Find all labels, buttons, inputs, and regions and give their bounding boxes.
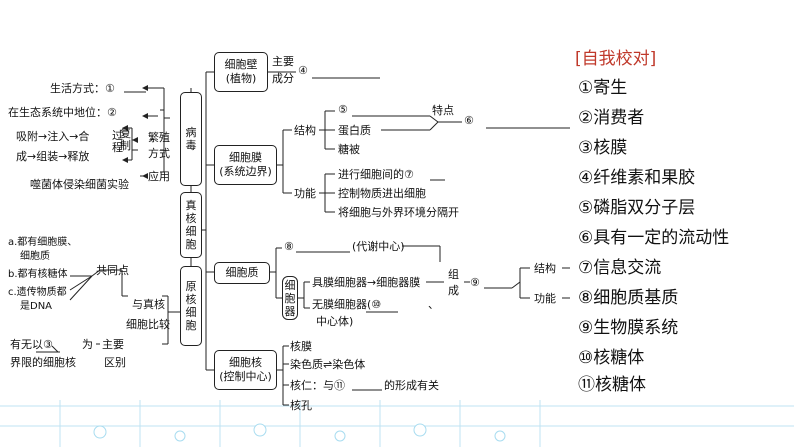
nucleus-chromatin: 染色质⇌染色体: [290, 358, 366, 371]
virus-repro-steps-2: 成→组装→释放: [16, 150, 90, 163]
cytoplasm-matrix-note: (代谢中心): [352, 240, 405, 253]
membrane-node: 细胞膜 (系统边界): [214, 145, 277, 185]
answer-item: ⑤磷脂双分子层: [578, 198, 696, 218]
answers-title: [自我校对]: [575, 49, 657, 69]
answer-item: ④纤维素和果胶: [578, 168, 696, 188]
diff-line-2: 界限的细胞核: [10, 356, 76, 369]
common-c1: c.遗传物质都: [8, 287, 67, 298]
diff-for: 为: [82, 338, 93, 351]
system-structure: 结构: [534, 262, 556, 275]
cell-wall-node: 细胞壁 (植物): [214, 52, 268, 92]
membrane-structure-label: 结构: [294, 124, 316, 137]
answer-item: ⑦信息交流: [578, 258, 662, 278]
non-membranous-comma: 、: [428, 298, 439, 311]
eukaryote-node: 真核细胞: [180, 192, 202, 258]
nucleus-line2: (控制中心): [219, 370, 272, 383]
virus-repro-steps-1: 吸附→注入→合: [16, 130, 90, 143]
main-diff-1: 主要: [102, 338, 124, 351]
membrane-glyco: 糖被: [338, 143, 360, 156]
organelle-node: 细胞器: [282, 276, 298, 320]
answer-item: ⑩核糖体: [578, 348, 645, 368]
centrosome: 中心体): [316, 315, 354, 328]
answer-item: ①寄生: [578, 78, 628, 98]
cytoplasm-matrix: ⑧: [284, 240, 294, 253]
nucleus-nucleolus-2: 的形成有关: [384, 379, 439, 392]
nucleus-line1: 细胞核: [229, 356, 262, 369]
common-c2: 是DNA: [20, 301, 53, 312]
membrane-feature-label: 特点: [432, 104, 454, 117]
compare-label-1: 与真核: [132, 298, 165, 311]
answer-item: ⑧细胞质基质: [578, 288, 679, 308]
answer-item: ②消费者: [578, 108, 645, 128]
compare-label-2: 细胞比较: [126, 318, 170, 331]
answer-item: ⑪核糖体: [578, 375, 646, 395]
system-function: 功能: [534, 292, 556, 305]
non-membranous-organelles: 无膜细胞器(⑩: [312, 298, 382, 311]
membrane-function-3: 将细胞与外界环境分隔开: [338, 206, 459, 219]
answer-item: ⑨生物膜系统: [578, 318, 679, 338]
membrane-function-2: 控制物质进出细胞: [338, 187, 426, 200]
nucleus-pore: 核孔: [290, 399, 312, 412]
virus-application-label: 应用: [148, 170, 170, 183]
organelle-label: 细胞器: [284, 278, 296, 318]
nucleus-node: 细胞核 (控制中心): [214, 350, 277, 390]
cytoplasm-label: 细胞质: [225, 266, 259, 279]
membranous-organelles: 具膜细胞器→细胞器膜: [312, 276, 421, 289]
common-a2: 细胞质: [20, 251, 50, 262]
membrane-function-label: 功能: [294, 187, 316, 200]
cell-wall-line2: (植物): [225, 72, 257, 85]
membrane-protein: 蛋白质: [338, 124, 371, 137]
common-b: b.都有核糖体: [8, 269, 68, 280]
membrane-lipid: ⑤: [338, 103, 348, 116]
virus-ecosystem-role: 在生态系统中地位：②: [8, 106, 117, 119]
compose-2: 成: [448, 284, 459, 297]
eukaryote-node-label: 真核细胞: [185, 199, 197, 251]
membrane-line1: 细胞膜: [229, 151, 262, 164]
nucleus-envelope: 核膜: [290, 340, 312, 353]
compose-1: 组: [448, 268, 459, 281]
prokaryote-node-label: 原核细胞: [185, 280, 197, 332]
cell-wall-blank: ④: [298, 64, 308, 77]
cell-wall-main-2: 成分: [272, 72, 294, 85]
cytoplasm-node: 细胞质: [214, 262, 270, 284]
common-points-label: 共同点: [96, 264, 129, 277]
system-blank: ⑨: [470, 276, 480, 289]
answer-item: ⑥具有一定的流动性: [578, 228, 730, 248]
virus-replicate-label: 复制: [120, 127, 131, 152]
answer-item: ③核膜: [578, 138, 628, 158]
cell-wall-line1: 细胞壁: [224, 58, 258, 71]
membrane-line2: (系统边界): [219, 165, 272, 178]
cell-wall-main-1: 主要: [272, 55, 294, 68]
membrane-feature-blank: ⑥: [464, 114, 474, 127]
main-diff-2: 区别: [104, 356, 126, 369]
diff-line-1: 有无以③: [10, 338, 53, 351]
nucleus-nucleolus-1: 核仁：与⑪: [290, 379, 345, 392]
virus-node: 病毒: [180, 92, 202, 186]
virus-repro-label: 繁殖方式: [148, 131, 170, 160]
common-a1: a.都有细胞膜、: [8, 237, 78, 248]
virus-lifestyle: 生活方式：①: [50, 82, 115, 95]
prokaryote-node: 原核细胞: [180, 266, 202, 346]
virus-node-label: 病毒: [185, 126, 197, 152]
virus-process-label: 过程: [112, 129, 123, 154]
membrane-function-1: 进行细胞间的⑦: [338, 168, 414, 181]
virus-phage-experiment: 噬菌体侵染细菌实验: [30, 178, 129, 191]
